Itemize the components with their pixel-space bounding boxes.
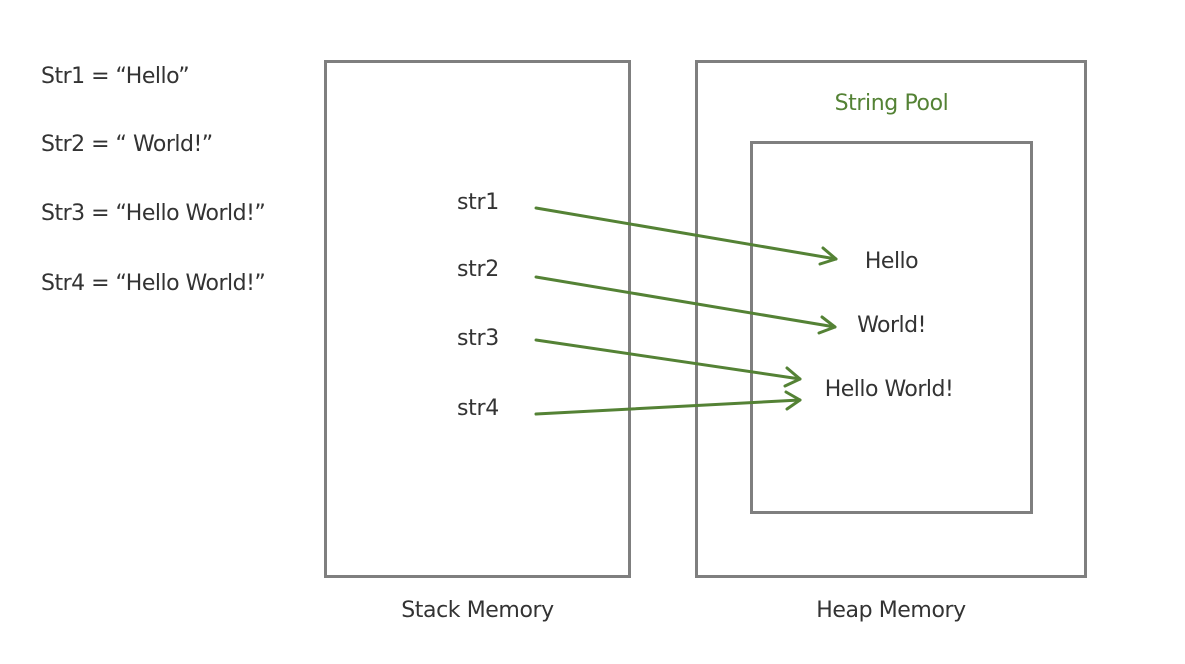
arrow-str3-to-hello-world xyxy=(534,338,802,388)
stack-memory-caption: Stack Memory xyxy=(401,598,554,623)
stack-var-str2: str2 xyxy=(457,257,499,282)
heap-memory-box xyxy=(695,60,1087,578)
string-pool-title: String Pool xyxy=(834,91,949,116)
declaration-str4: Str4 = “Hello World!” xyxy=(41,271,266,296)
arrow-str1-to-hello xyxy=(534,206,838,266)
arrow-str2-to-world xyxy=(534,275,837,335)
stack-var-str3: str3 xyxy=(457,326,499,351)
pool-value-world: World! xyxy=(857,313,926,338)
declaration-str1: Str1 = “Hello” xyxy=(41,64,190,89)
stack-memory-box xyxy=(324,60,631,578)
stack-var-str1: str1 xyxy=(457,190,499,215)
string-pool-box xyxy=(750,141,1033,514)
declaration-str2: Str2 = “ World!” xyxy=(41,132,213,157)
declaration-str3: Str3 = “Hello World!” xyxy=(41,201,266,226)
pool-value-hello-world: Hello World! xyxy=(824,377,954,402)
heap-memory-caption: Heap Memory xyxy=(816,598,966,623)
arrow-str4-to-hello-world xyxy=(534,390,802,416)
stack-var-str4: str4 xyxy=(457,396,499,421)
pool-value-hello: Hello xyxy=(864,249,919,274)
